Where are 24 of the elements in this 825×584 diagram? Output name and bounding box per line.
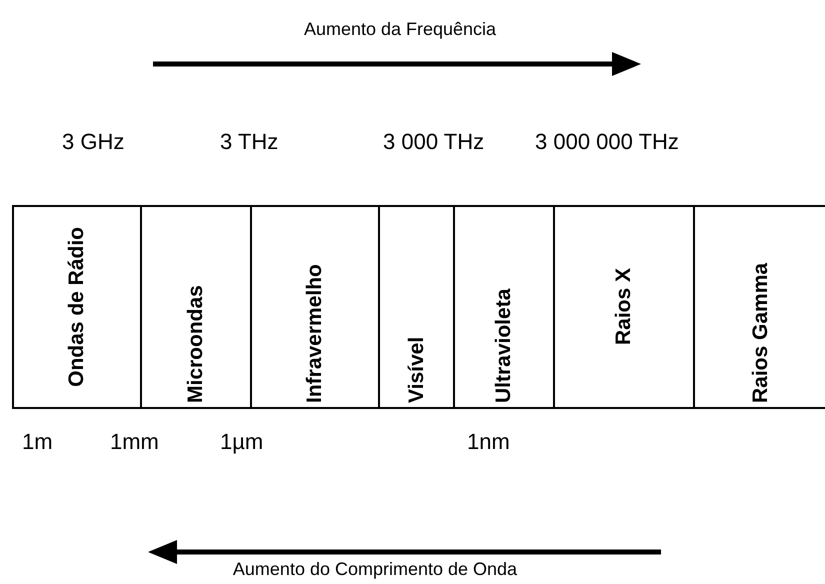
spectrum-band [378, 205, 453, 409]
band-label: Ultravioleta [491, 288, 516, 403]
scale-label: 1mm [110, 428, 159, 456]
axis-caption: Aumento do Comprimento de Onda [232, 558, 518, 580]
band-label: Ondas de Rádio [64, 227, 89, 387]
spectrum-band [453, 205, 553, 409]
spectrum-band [12, 205, 140, 409]
band-label: Visível [404, 336, 428, 403]
spectrum-band [693, 205, 825, 409]
band-label: Raios X [611, 268, 636, 346]
scale-label: 1µm [220, 428, 264, 456]
spectrum-band [250, 205, 378, 409]
scale-label: 3 000 THz [383, 128, 484, 156]
scale-label: 3 000 000 THz [535, 128, 679, 156]
axis-caption: Aumento da Frequência [302, 18, 498, 40]
scale-label: 3 GHz [62, 128, 124, 156]
band-label: Microondas [183, 284, 208, 403]
spectrum-band [140, 205, 250, 409]
scale-label: 1m [22, 428, 53, 456]
spectrum-band [553, 205, 693, 409]
scale-label: 1nm [467, 428, 510, 456]
scale-label: 3 THz [220, 128, 278, 156]
band-label: Infravermelho [302, 263, 327, 403]
band-label: Raios Gamma [748, 262, 773, 403]
